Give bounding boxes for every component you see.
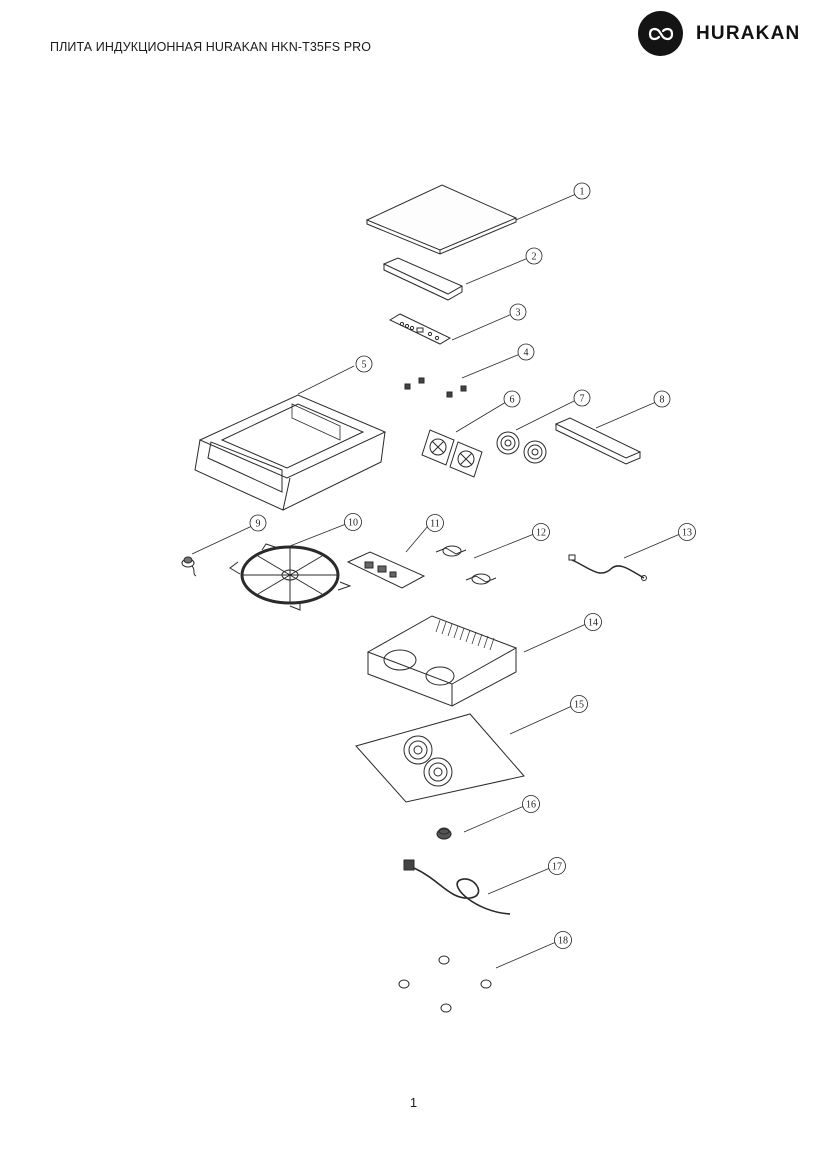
callout-17: 17 [548,857,566,875]
callout-4: 4 [517,343,535,361]
callout-bubbles: 1 2 3 4 5 6 7 8 9 10 11 12 13 14 15 16 1… [249,182,696,949]
callout-16: 16 [522,795,540,813]
page-number: 1 [409,1095,418,1110]
callout-10: 10 [344,513,362,531]
part-control-panel-film [382,257,464,301]
part-glass-top [365,184,518,255]
svg-text:15: 15 [574,700,584,711]
part-control-board [388,313,452,345]
svg-text:6: 6 [510,395,515,406]
callout-9: 9 [249,514,267,532]
callout-7: 7 [573,389,591,407]
part-cable-gland [436,827,452,840]
part-induction-coil [229,543,352,611]
part-bottom-housing [366,615,518,707]
svg-text:12: 12 [536,528,546,539]
svg-text:18: 18 [558,936,568,947]
svg-text:16: 16 [526,800,536,811]
svg-text:2: 2 [532,252,537,263]
svg-text:13: 13 [682,528,692,539]
svg-text:1: 1 [580,187,585,198]
callout-1: 1 [573,182,591,200]
callout-13: 13 [678,523,696,541]
part-rubber-feet [398,955,492,1013]
part-cooling-fan-units [435,545,497,585]
part-fan-guards [496,431,547,464]
callout-14: 14 [584,613,602,631]
callout-15: 15 [570,695,588,713]
part-air-duct [554,417,642,465]
svg-text:4: 4 [524,348,529,359]
part-small-fans [421,429,483,478]
svg-text:3: 3 [516,308,521,319]
part-power-board [346,551,426,589]
callout-3: 3 [509,303,527,321]
part-power-cord [403,859,511,915]
svg-text:8: 8 [660,395,665,406]
callout-12: 12 [532,523,550,541]
brand-name: HURAKAN [696,22,801,44]
callout-5: 5 [355,355,373,373]
part-temperature-sensor [181,556,197,577]
callout-leader-lines [191,193,681,969]
part-base-plate [355,713,525,803]
callout-6: 6 [503,390,521,408]
callout-18: 18 [554,931,572,949]
svg-text:9: 9 [256,519,261,530]
svg-text:17: 17 [552,862,562,873]
svg-text:14: 14 [588,618,598,629]
callout-2: 2 [525,247,543,265]
brand-logo: HURAKAN [638,11,800,56]
svg-text:7: 7 [580,394,585,405]
part-housing-frame [194,394,387,511]
part-wire-harness [568,554,647,581]
hurakan-logo-icon [638,11,683,56]
document-title: ПЛИТА ИНДУКЦИОННАЯ HURAKAN HKN-T35FS PRO [50,40,372,54]
svg-text:10: 10 [348,518,358,529]
svg-text:5: 5 [362,360,367,371]
callout-11: 11 [426,514,444,532]
svg-text:11: 11 [430,519,440,530]
part-clips [404,377,467,398]
callout-8: 8 [653,390,671,408]
